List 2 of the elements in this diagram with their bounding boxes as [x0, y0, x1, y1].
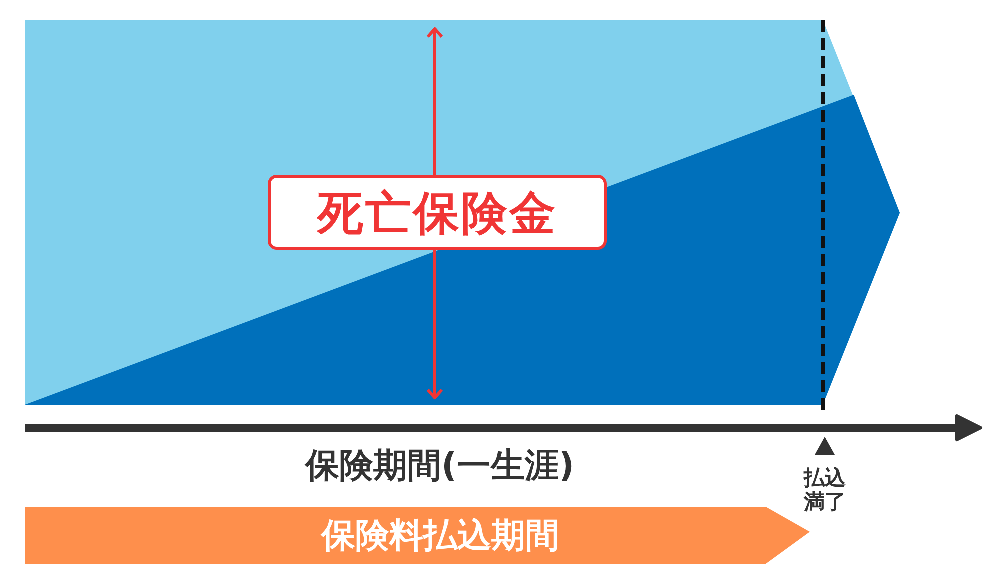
axis-label: 保険期間(一生涯) — [305, 446, 575, 486]
benefit-label-box: 死亡保険金 — [268, 175, 607, 250]
